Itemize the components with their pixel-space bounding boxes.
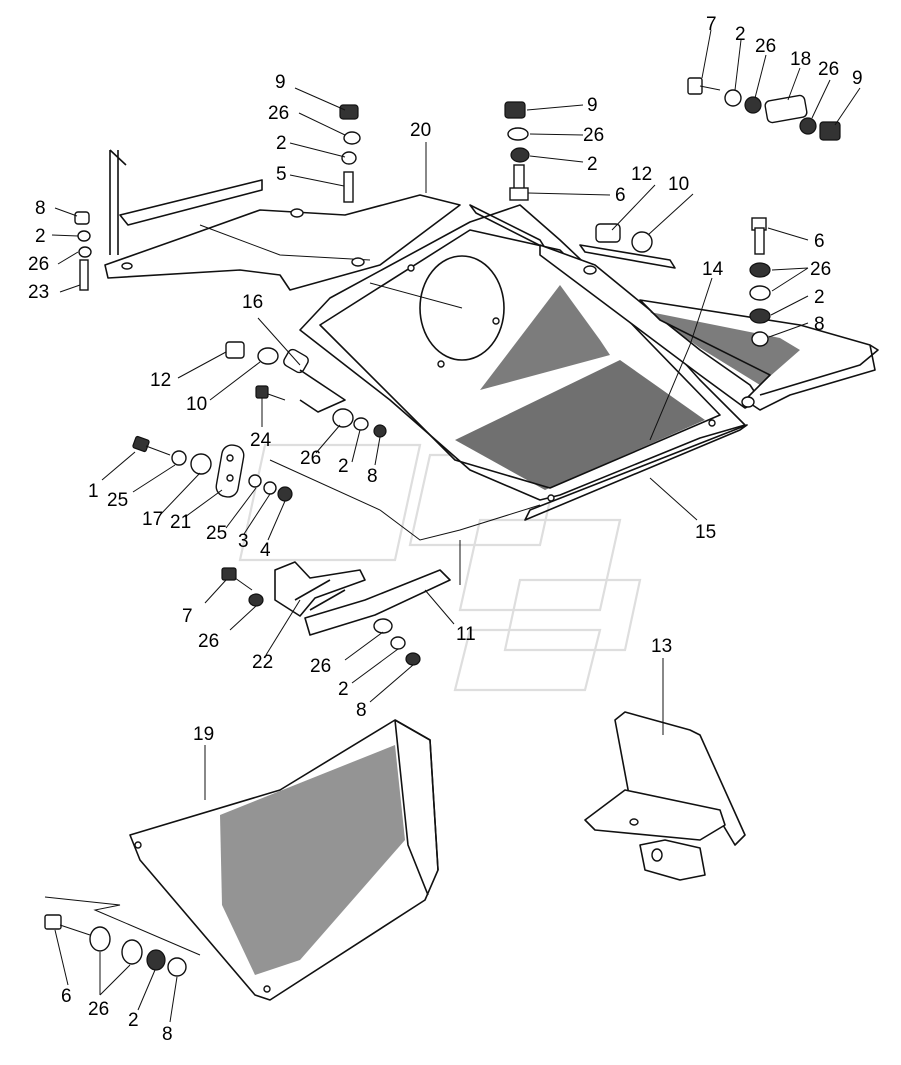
callout-2-mid: 2 <box>338 456 349 477</box>
callout-9-left: 9 <box>275 72 286 93</box>
callout-3: 3 <box>238 531 249 552</box>
callout-26-top-right-b: 26 <box>818 59 839 80</box>
side-rail-14 <box>539 244 879 411</box>
callout-7-lower: 7 <box>182 606 193 627</box>
callout-8-far-left: 8 <box>35 198 46 219</box>
callout-4: 4 <box>260 540 271 561</box>
callout-15: 15 <box>695 522 716 543</box>
top-bracket-20 <box>104 149 461 291</box>
callout-9-top-right: 9 <box>852 68 863 89</box>
callout-2-right: 2 <box>814 287 825 308</box>
callout-8-right: 8 <box>814 314 825 335</box>
callout-6-bottom: 6 <box>61 986 72 1007</box>
callout-10-left: 10 <box>186 394 207 415</box>
perforated-panel-19 <box>129 719 439 1001</box>
callout-1: 1 <box>88 481 99 502</box>
callout-23: 23 <box>28 282 49 303</box>
callout-19: 19 <box>193 724 214 745</box>
callout-13: 13 <box>651 636 672 657</box>
callout-2-center: 2 <box>587 154 598 175</box>
callout-26-lower-b: 26 <box>310 656 331 677</box>
callout-22: 22 <box>252 652 273 673</box>
callout-2-bottom: 2 <box>128 1010 139 1031</box>
callout-24: 24 <box>250 430 272 451</box>
callout-26-left: 26 <box>268 103 289 124</box>
leader-lines <box>51 29 861 1023</box>
callout-2-far-left: 2 <box>35 226 46 247</box>
callout-labels: 7 2 26 18 26 9 9 26 2 5 20 9 26 2 6 12 1… <box>28 14 863 1045</box>
callout-2-left: 2 <box>276 133 287 154</box>
callout-8-mid: 8 <box>367 466 378 487</box>
callout-14: 14 <box>702 259 724 280</box>
callout-8-lower: 8 <box>356 700 367 721</box>
main-cover-15 <box>299 204 748 521</box>
callout-6-right: 6 <box>814 231 825 252</box>
callout-8-bottom: 8 <box>162 1024 173 1045</box>
callout-2-lower: 2 <box>338 679 349 700</box>
callout-6-center: 6 <box>615 185 626 206</box>
callout-26-right: 26 <box>810 259 831 280</box>
callout-26-top-right-a: 26 <box>755 36 776 57</box>
callout-5: 5 <box>276 164 287 185</box>
callout-16: 16 <box>242 292 263 313</box>
callout-26-lower-a: 26 <box>198 631 219 652</box>
callout-21: 21 <box>170 512 191 533</box>
callout-7-top: 7 <box>706 14 717 35</box>
callout-17: 17 <box>142 509 163 530</box>
callout-26-far-left: 26 <box>28 254 49 275</box>
callout-2-top-right: 2 <box>735 24 746 45</box>
callout-12-right: 12 <box>631 164 652 185</box>
hardware-top-center <box>74 101 530 291</box>
callout-20: 20 <box>410 120 431 141</box>
brackets-11-22 <box>274 561 451 666</box>
callout-25-a: 25 <box>107 490 128 511</box>
callout-10-right: 10 <box>668 174 689 195</box>
callout-26-mid: 26 <box>300 448 321 469</box>
hardware-lower <box>44 567 264 977</box>
hardware-top-right <box>595 77 841 347</box>
callout-26-bottom: 26 <box>88 999 109 1020</box>
panel-slots <box>220 745 405 975</box>
callout-25-b: 25 <box>206 523 227 544</box>
bracket-13 <box>584 711 746 881</box>
hardware-mid-left <box>225 341 387 438</box>
callout-26-center: 26 <box>583 125 604 146</box>
callout-9-center: 9 <box>587 95 598 116</box>
callout-12-left: 12 <box>150 370 171 391</box>
hardware-left-cluster <box>132 435 293 502</box>
callout-18: 18 <box>790 49 811 70</box>
callout-11: 11 <box>456 624 476 645</box>
